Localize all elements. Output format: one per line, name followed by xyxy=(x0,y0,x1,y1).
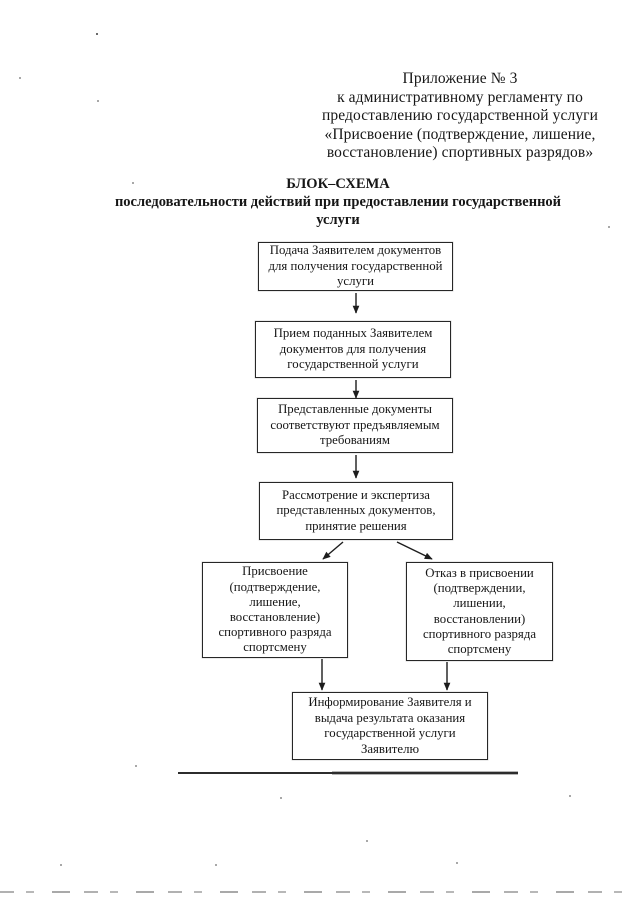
flow-node-inform-result: Информирование Заявителя и выдача резуль… xyxy=(292,692,488,760)
flow-node-review-expertise: Рассмотрение и экспертиза представленных… xyxy=(259,482,453,540)
scan-speck xyxy=(97,100,99,102)
scan-speck xyxy=(135,765,137,767)
scan-speck xyxy=(96,33,98,35)
scan-speck xyxy=(132,182,134,184)
appendix-header-line: к административному регламенту по xyxy=(337,88,583,106)
appendix-header-line: Приложение № 3 xyxy=(402,70,518,87)
flow-node-refuse-rank: Отказ в присвоении (подтверждении, лишен… xyxy=(406,562,553,661)
appendix-header-line: предоставлению государственной услуги xyxy=(321,107,599,124)
appendix-header-line: «Присвоение (подтверждение, лишение, xyxy=(324,125,596,143)
page-bottom-scan-artifact xyxy=(0,891,640,893)
appendix-header: Приложение № 3 к административному регла… xyxy=(314,70,606,163)
flow-node-documents-comply: Представленные документы соответствуют п… xyxy=(257,398,453,453)
scan-speck xyxy=(215,864,217,866)
page-title: БЛОК–СХЕМА последовательности действий п… xyxy=(36,175,640,229)
arrow-review-to-refuse xyxy=(396,541,433,560)
page-title-line: последовательности действий при предоста… xyxy=(114,194,562,210)
arrow-review-to-grant xyxy=(322,541,344,560)
scan-speck xyxy=(280,797,282,799)
footer-rule xyxy=(178,772,518,774)
flow-node-submit-documents: Подача Заявителем документов для получен… xyxy=(258,242,453,291)
page-title-line: услуги xyxy=(316,212,360,228)
scan-speck xyxy=(60,864,62,866)
scan-speck xyxy=(608,226,610,228)
page-title-line: БЛОК–СХЕМА xyxy=(286,176,390,192)
scan-speck xyxy=(569,795,571,797)
flow-node-receive-documents: Прием поданных Заявителем документов для… xyxy=(255,321,451,378)
scan-speck xyxy=(366,840,368,842)
scan-speck xyxy=(19,77,21,79)
appendix-header-line: восстановление) спортивных разрядов» xyxy=(326,144,594,161)
flow-node-grant-rank: Присвоение (подтверждение, лишение, восс… xyxy=(202,562,348,658)
scan-speck xyxy=(456,862,458,864)
